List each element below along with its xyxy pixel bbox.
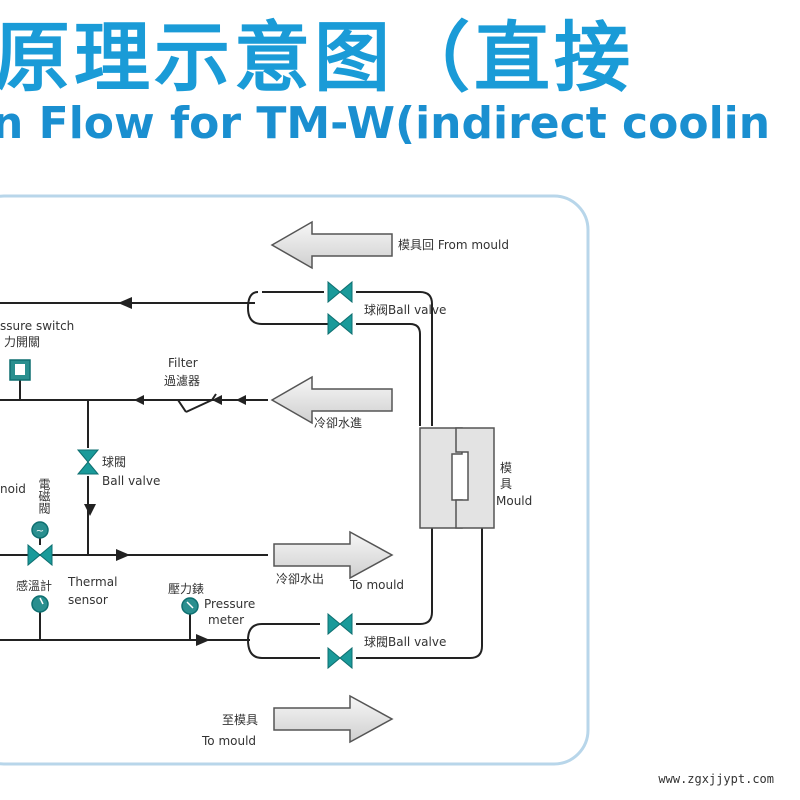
diagram-title-english: n Flow for TM-W(indirect coolin [0,98,771,149]
arrow-cooling-water-in [270,375,393,425]
flow-arrowheads [84,297,246,646]
flow-arrow-top [118,297,132,309]
label-ball-valve-bottom: 球閥Ball valve [364,635,446,649]
label-to-mould-bottom: To mould [201,734,256,748]
flow-arrow-mid [116,549,130,561]
label-ball-valve-top: 球阀Ball valve [364,303,446,317]
diagram-title-chinese: 原理示意图（直接 [0,13,634,102]
label-pressure-meter-en-2: meter [208,613,244,627]
label-thermal-en-2: sensor [68,593,108,607]
flow-arrow-filter-2 [236,395,246,405]
arrow-cooling-water-out [273,530,394,580]
label-ball-valve-mid-cn: 球閥 [102,455,126,469]
label-thermometer-cn: 感溫計 [16,578,52,593]
label-from-mould: 模具回 From mould [398,238,509,252]
arrow-to-mould [273,694,394,744]
label-mould-cn-1: 模 [500,461,512,475]
pressure-switch-icon [9,359,31,381]
label-ball-valve-mid-en: Ball valve [102,474,160,488]
label-to-mould-cn: 至模具 [222,713,258,727]
flow-arrow-filter-3 [134,395,144,405]
label-filter-en: Filter [168,356,198,370]
thermal-sensor-icon [31,595,49,613]
label-cooling-water-in: 冷卻水進 [314,416,362,430]
label-pressure-switch-cn: 力開關 [4,335,40,349]
flow-arrow-mid-2 [84,504,96,516]
filter-icon [177,393,217,413]
label-pressure-switch-en: ssure switch [0,319,74,333]
mould-icon [419,427,495,529]
label-filter-cn: 過濾器 [164,373,200,388]
label-mould-en: Mould [496,494,532,508]
label-solenoid-cn: 電磁閥 [37,478,51,514]
svg-text:~: ~ [36,526,44,537]
pipe-network [0,291,483,659]
pressure-meter-icon [181,597,199,615]
watermark-text: www.zgxjjypt.com [658,772,774,786]
label-thermal-en-1: Thermal [67,575,117,589]
label-to-mould-mid: To mould [349,578,404,592]
label-mould-cn-2: 具 [500,477,512,491]
diagram-panel [0,194,590,766]
arrow-from-mould [270,220,393,270]
label-cooling-water-out: 冷卻水出 [276,572,324,586]
label-solenoid: noid [0,482,26,496]
label-pressure-gauge-cn: 壓力錶 [168,581,204,596]
solenoid-actuator-icon: ~ [31,521,49,545]
flow-arrow-bottom [196,634,210,646]
label-pressure-meter-en-1: Pressure [204,597,255,611]
flow-arrow-filter-1 [212,395,222,405]
